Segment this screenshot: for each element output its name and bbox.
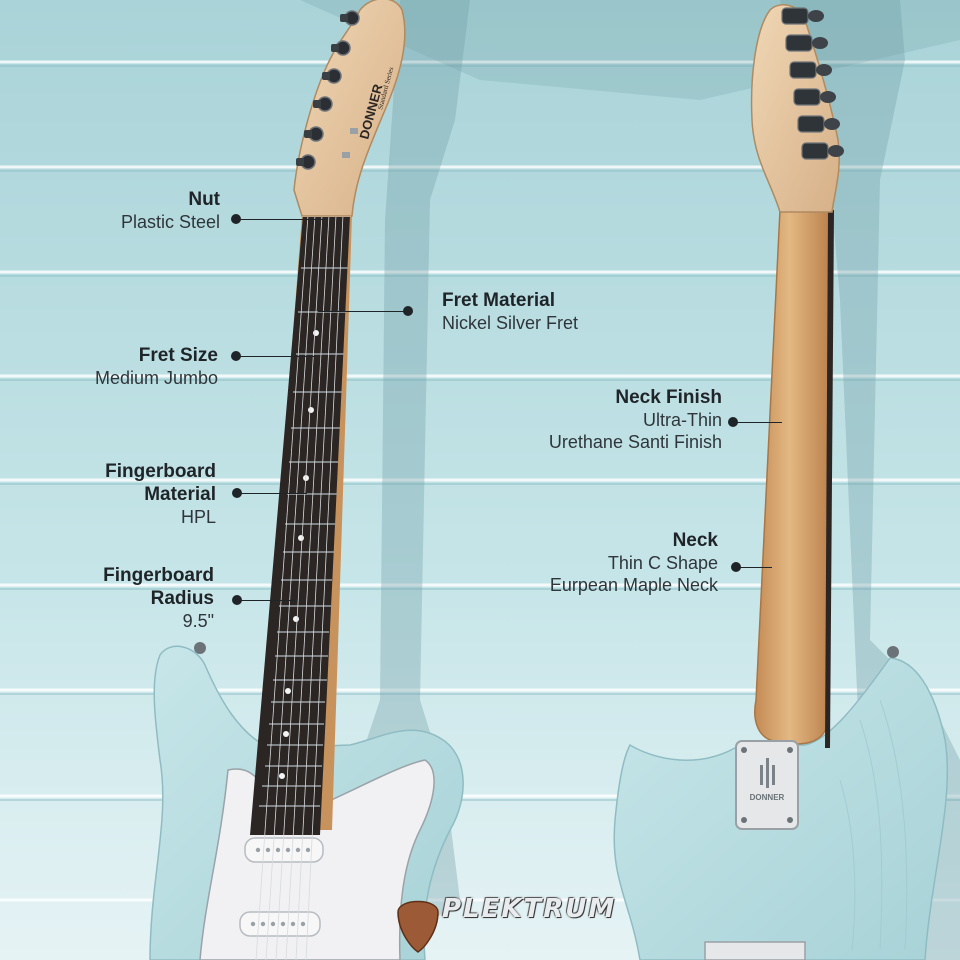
callout-fingerboard-radius-subtitle: 9.5" bbox=[182, 611, 214, 631]
callout-neck-finish-leader bbox=[736, 422, 782, 423]
callout-fret-material: Fret Material Nickel Silver Fret bbox=[442, 289, 702, 334]
callout-fret-material-leader bbox=[318, 311, 406, 312]
callout-fret-size-title: Fret Size bbox=[138, 345, 218, 366]
callout-fret-material-dot bbox=[403, 306, 413, 316]
right-guitar-wood-grain bbox=[839, 699, 908, 951]
callout-fingerboard-radius-leader bbox=[241, 600, 297, 601]
plektrum-watermark-text: PLEKTRUM bbox=[442, 894, 617, 924]
left-guitar-string-trees bbox=[342, 128, 358, 158]
callout-fret-material-subtitle: Nickel Silver Fret bbox=[442, 313, 579, 333]
neckplate-logo: DONNER bbox=[750, 793, 785, 802]
left-guitar-tuner-pegs bbox=[296, 14, 348, 166]
callout-fingerboard-radius-dot bbox=[232, 595, 242, 605]
callout-fingerboard-material-title-line2: Material bbox=[144, 484, 216, 505]
callout-neck-subtitle-line2: Eurpean Maple Neck bbox=[549, 575, 718, 595]
right-guitar-fretboard-edge bbox=[825, 210, 834, 748]
callout-nut-title: Nut bbox=[188, 189, 220, 210]
neckplate-screws bbox=[741, 747, 793, 823]
callout-fret-size-dot bbox=[231, 351, 241, 361]
callout-neck-title: Neck bbox=[672, 530, 718, 551]
callout-nut-dot bbox=[231, 214, 241, 224]
callout-fingerboard-material-subtitle: HPL bbox=[180, 507, 216, 527]
left-strap-button bbox=[194, 642, 206, 654]
callout-neck: Neck Thin C Shape Eurpean Maple Neck bbox=[458, 529, 718, 596]
callout-neck-finish-subtitle: Ultra-Thin bbox=[642, 410, 722, 430]
callout-neck-finish: Neck Finish Ultra-Thin Urethane Santi Fi… bbox=[462, 386, 722, 453]
callout-fingerboard-material-dot bbox=[232, 488, 242, 498]
callout-fingerboard-material: Fingerboard Material HPL bbox=[0, 460, 216, 528]
callout-fret-material-title: Fret Material bbox=[442, 290, 555, 311]
left-guitar-pickups bbox=[239, 837, 324, 937]
callout-neck-subtitle: Thin C Shape bbox=[607, 553, 718, 573]
right-strap-button bbox=[887, 646, 899, 658]
callout-fingerboard-material-leader bbox=[241, 493, 307, 494]
callout-neck-leader bbox=[740, 567, 772, 568]
left-guitar-tuners bbox=[300, 10, 360, 170]
callout-nut-subtitle: Plastic Steel bbox=[120, 212, 220, 232]
jack-plate bbox=[704, 941, 806, 960]
callout-fingerboard-material-title: Fingerboard bbox=[105, 461, 216, 482]
plektrum-pick-icon bbox=[397, 900, 439, 953]
callout-fret-size-leader bbox=[240, 356, 316, 357]
callout-fret-size: Fret Size Medium Jumbo bbox=[0, 344, 218, 389]
callout-neck-finish-subtitle-line2: Urethane Santi Finish bbox=[548, 432, 722, 452]
right-guitar-tuner-keys bbox=[808, 10, 844, 157]
right-guitar-tuners bbox=[781, 7, 829, 160]
callout-neck-finish-title: Neck Finish bbox=[615, 387, 722, 408]
callout-nut-leader bbox=[240, 219, 326, 220]
plektrum-watermark: PLEKTRUM bbox=[390, 884, 670, 944]
callout-neck-dot bbox=[731, 562, 741, 572]
callout-nut: Nut Plastic Steel bbox=[0, 188, 220, 233]
left-guitar-strings bbox=[255, 214, 344, 960]
callout-fingerboard-radius-title: Fingerboard bbox=[103, 565, 214, 586]
left-guitar-pickup-poles bbox=[250, 847, 311, 927]
callout-fingerboard-radius-title-line2: Radius bbox=[150, 588, 214, 609]
callout-neck-finish-dot bbox=[728, 417, 738, 427]
callout-fingerboard-radius: Fingerboard Radius 9.5" bbox=[0, 564, 214, 632]
callout-fret-size-subtitle: Medium Jumbo bbox=[94, 368, 218, 388]
neckplate-logo-icon bbox=[760, 758, 775, 788]
